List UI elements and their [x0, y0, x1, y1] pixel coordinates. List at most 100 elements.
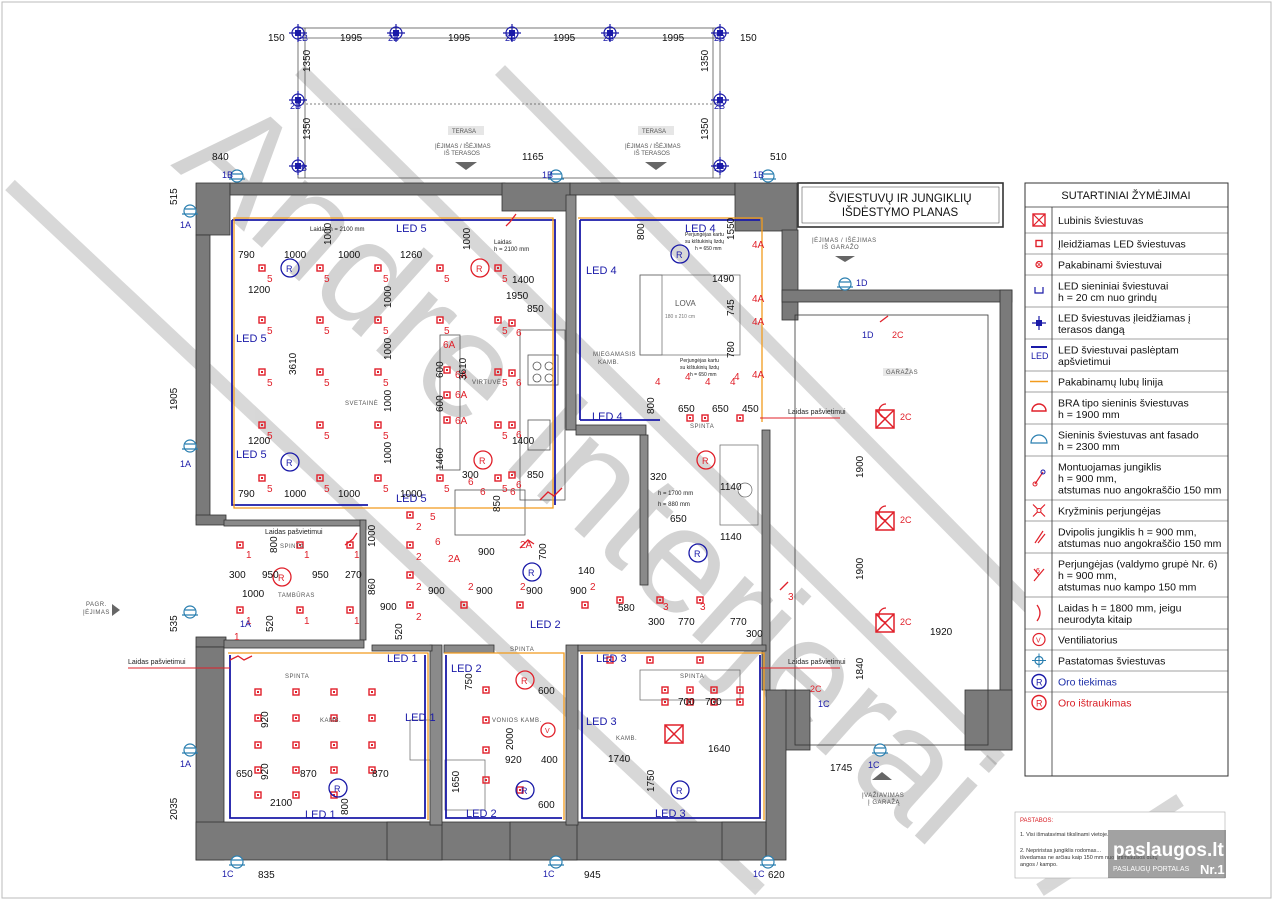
legend-row: Pakabinamų lubų linija [1025, 377, 1228, 393]
room-kamb3: KAMB. [616, 736, 637, 742]
svg-text:1. Visi išmatavimai tikslinami: 1. Visi išmatavimai tikslinami vietoje. [1020, 832, 1109, 838]
legend: SUTARTINIAI ŽYMĖJIMAI Lubinis šviestuvas… [1024, 182, 1229, 777]
svg-text:300: 300 [746, 629, 763, 640]
wire-labels: Laidas pašvietimui Laidas pašvietimui La… [128, 227, 846, 669]
svg-text:1640: 1640 [708, 744, 731, 755]
svg-text:1: 1 [304, 616, 310, 627]
svg-text:PAGR.: PAGR. [86, 602, 107, 608]
svg-text:6: 6 [516, 480, 522, 491]
svg-text:1260: 1260 [400, 250, 423, 261]
legend-label: Sieninis šviestuvas ant fasado [1058, 429, 1199, 441]
title-line-2: IŠDĖSTYMO PLANAS [842, 206, 959, 219]
svg-text:1000: 1000 [242, 589, 265, 600]
svg-text:6: 6 [516, 328, 522, 339]
wall-led-icon [1034, 287, 1044, 294]
svg-text:1140: 1140 [720, 482, 742, 493]
svg-text:2B: 2B [603, 33, 614, 43]
svg-text:2C: 2C [810, 684, 822, 694]
svg-text:5: 5 [324, 378, 330, 389]
legend-label: Lubinis šviestuvas [1058, 215, 1143, 227]
svg-text:1000: 1000 [383, 337, 394, 360]
svg-text:su kištukinių lizdų: su kištukinių lizdų [680, 365, 719, 371]
svg-text:1000: 1000 [284, 489, 307, 500]
svg-text:920: 920 [260, 711, 271, 728]
svg-text:LED 5: LED 5 [236, 449, 267, 461]
svg-text:5: 5 [444, 326, 450, 337]
svg-text:3610: 3610 [458, 357, 469, 380]
dim-top-1: 150 [268, 33, 285, 44]
legend-label: h = 900 mm, [1058, 473, 1117, 485]
bra-wall-light-icon [1031, 403, 1047, 412]
svg-text:320: 320 [650, 472, 667, 483]
room-kamb1: KAMB. [320, 718, 341, 724]
svg-text:1905: 1905 [169, 387, 180, 410]
legend-label: Pakabinamų lubų linija [1058, 377, 1163, 389]
svg-text:SPINTA: SPINTA [690, 424, 714, 430]
brand-watermark: paslaugos.lt PASLAUGŲ PORTALAS Nr.1 [1108, 830, 1226, 878]
svg-text:2: 2 [416, 612, 422, 623]
svg-text:1920: 1920 [930, 627, 953, 638]
svg-text:1C: 1C [543, 869, 555, 879]
svg-text:IŠ TERASOS: IŠ TERASOS [444, 150, 480, 157]
svg-text:1000: 1000 [367, 524, 378, 547]
svg-text:450: 450 [742, 404, 759, 415]
svg-text:LED 3: LED 3 [655, 808, 686, 820]
svg-text:3: 3 [700, 602, 706, 613]
room-virtuve: VIRTUVĖ [472, 379, 501, 386]
terrace-label-1: TERASA [452, 129, 476, 135]
svg-text:5: 5 [383, 274, 389, 285]
dim-top-6: 150 [740, 33, 757, 44]
svg-text:770: 770 [678, 617, 695, 628]
svg-text:1200: 1200 [248, 436, 271, 447]
svg-text:2C: 2C [892, 330, 904, 340]
svg-text:750: 750 [464, 673, 475, 690]
svg-text:1550: 1550 [726, 217, 737, 240]
svg-text:4: 4 [734, 372, 740, 383]
svg-text:5: 5 [383, 484, 389, 495]
bed-label: LOVA [675, 299, 696, 308]
svg-text:Laidas: Laidas [494, 240, 512, 246]
svg-text:V: V [1036, 638, 1041, 645]
svg-text:1000: 1000 [383, 441, 394, 464]
svg-text:ĮĖJIMAS: ĮĖJIMAS [83, 609, 110, 616]
svg-text:515: 515 [169, 188, 180, 205]
svg-text:2: 2 [468, 582, 474, 593]
svg-text:2: 2 [416, 582, 422, 593]
svg-text:300: 300 [648, 617, 665, 628]
svg-text:860: 860 [367, 578, 378, 595]
svg-text:1C: 1C [753, 869, 765, 879]
svg-text:1000: 1000 [383, 389, 394, 412]
terrace-label-2: TERASA [642, 129, 666, 135]
svg-text:1740: 1740 [608, 754, 631, 765]
bath-fixtures [409, 444, 759, 811]
svg-text:1A: 1A [180, 759, 191, 769]
svg-text:R: R [521, 786, 528, 796]
svg-text:h = 2100 mm: h = 2100 mm [494, 247, 529, 253]
svg-text:1200: 1200 [248, 285, 271, 296]
svg-text:R: R [286, 264, 293, 274]
svg-text:2C: 2C [900, 617, 912, 627]
dim-top-4: 1995 [553, 33, 576, 44]
terrace-labels: TERASA ĮĖJIMAS / IŠĖJIMAS IŠ TERASOS TER… [435, 126, 681, 170]
svg-text:1A: 1A [240, 619, 251, 629]
svg-text:900: 900 [478, 547, 495, 558]
svg-text:600: 600 [435, 395, 446, 412]
room-miegamasis: MIEGAMASIS [593, 352, 636, 358]
svg-text:800: 800 [636, 223, 647, 240]
svg-text:2: 2 [416, 522, 422, 533]
svg-text:1400: 1400 [512, 436, 535, 447]
svg-text:ĮĖJIMAS / IŠĖJIMAS: ĮĖJIMAS / IŠĖJIMAS [625, 143, 681, 150]
legend-label: Oro tiekimas [1058, 677, 1117, 689]
switches [229, 213, 889, 661]
svg-text:R: R [528, 568, 535, 578]
svg-text:Laidas pašvietimui: Laidas pašvietimui [788, 659, 846, 666]
legend-label: LED šviestuvas įleidžiamas į [1058, 312, 1190, 324]
svg-text:LED 4: LED 4 [586, 265, 617, 277]
svg-text:1950: 1950 [506, 291, 529, 302]
svg-text:1350: 1350 [700, 49, 711, 72]
